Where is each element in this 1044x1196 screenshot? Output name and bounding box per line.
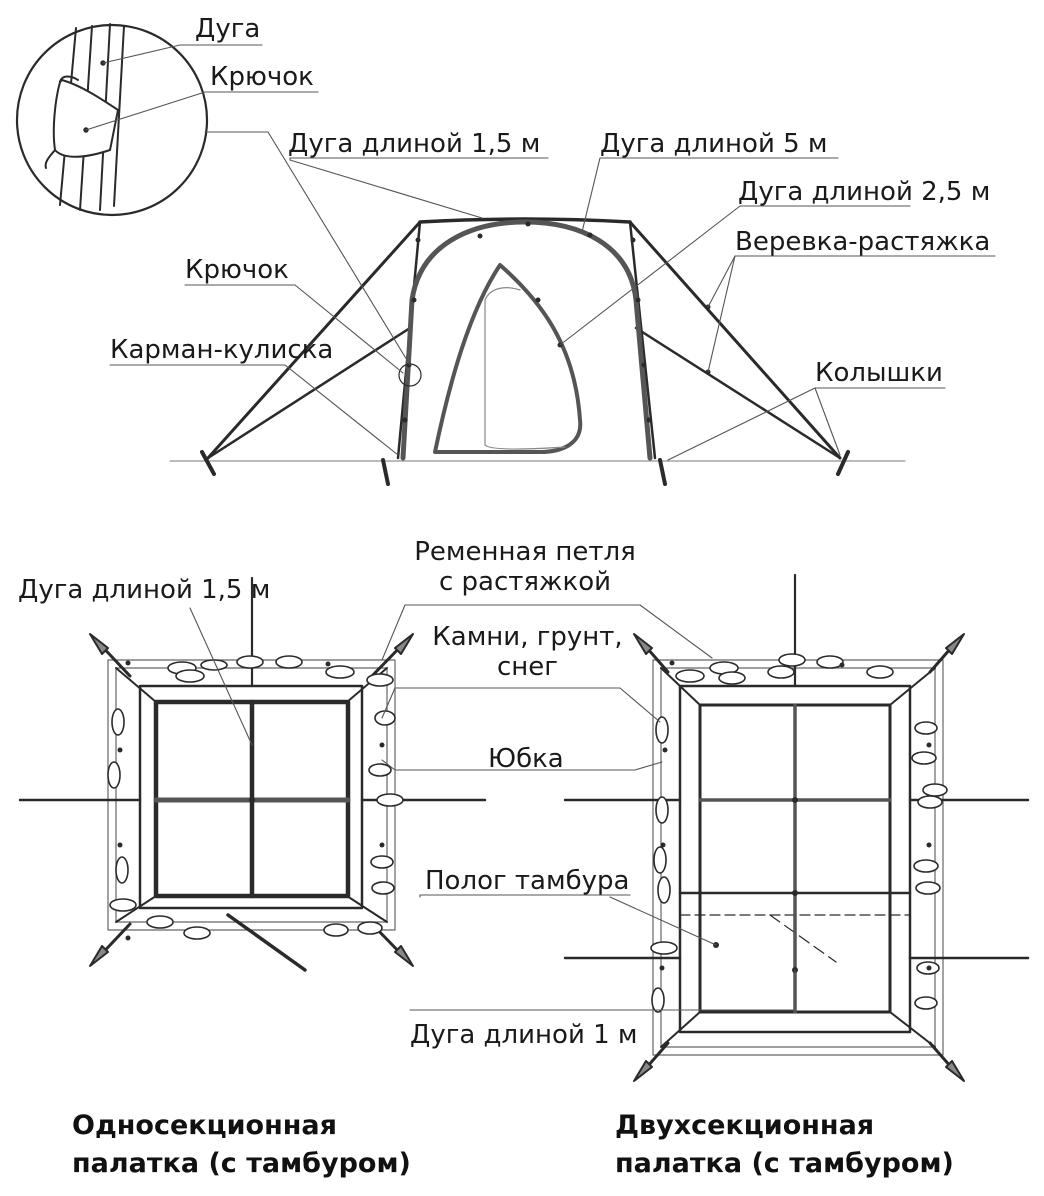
plan-view-leaders [189,604,796,1011]
inset-detail [15,23,209,217]
side-view-leaders [85,44,996,461]
caption-single: Односекционная палатка (с тамбуром) [72,1107,411,1183]
label-hook: Крючок [185,255,289,285]
label-stones: Камни, грунт, снег [415,622,640,682]
tent-plan-double [563,573,1030,1082]
label-skirt: Юбка [488,744,564,774]
tent-plan-single [18,576,487,972]
label-arc-5: Дуга длиной 5 м [600,129,828,159]
label-vestibule-fly: Полог тамбура [425,866,630,896]
caption-double-line2: палатка (с тамбуром) [615,1148,954,1179]
label-arc-1-5-plan: Дуга длиной 1,5 м [18,575,271,605]
label-strap-loop-line2: с растяжкой [438,567,611,597]
caption-double-line1: Двухсекционная [615,1110,875,1141]
label-pegs: Колышки [815,358,943,388]
label-hook-inset: Крючок [210,62,314,92]
label-arc-1-5-side: Дуга длиной 1,5 м [288,129,541,159]
label-arc: Дуга [195,14,261,44]
tent-side-view [169,217,906,486]
caption-single-line2: палатка (с тамбуром) [72,1148,411,1179]
label-sleeve-pocket: Карман-кулиска [110,335,334,365]
label-guy-rope: Веревка-растяжка [735,227,991,257]
caption-double: Двухсекционная палатка (с тамбуром) [615,1107,954,1183]
label-stones-line1: Камни, грунт, [432,622,623,652]
label-strap-loop-line1: Ременная петля [414,537,636,567]
caption-single-line1: Односекционная [72,1110,337,1141]
label-strap-loop: Ременная петля с растяжкой [400,537,650,597]
label-arc-1: Дуга длиной 1 м [410,1020,638,1050]
label-stones-line2: снег [497,652,558,682]
label-arc-2-5: Дуга длиной 2,5 м [738,177,991,207]
